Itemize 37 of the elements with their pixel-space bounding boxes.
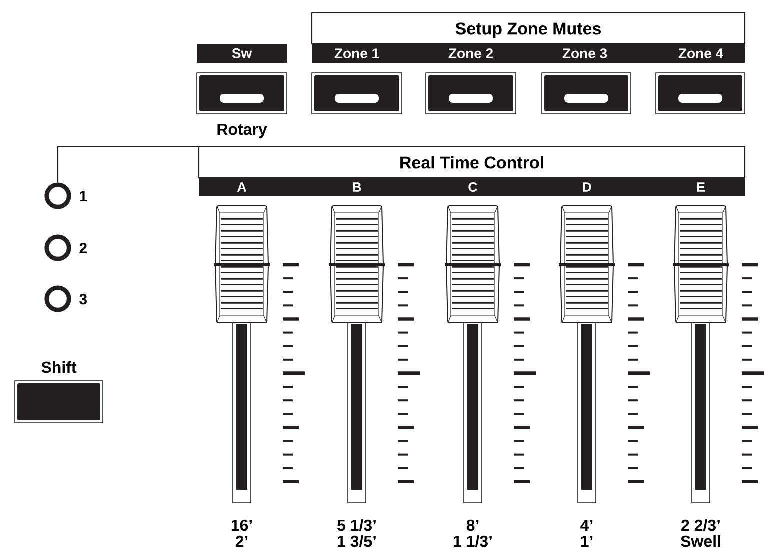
drawbar-slider: [214, 206, 270, 504]
label-strip: Sw: [197, 44, 287, 63]
footage-label: 2 2/3’: [682, 519, 720, 532]
strip-label: Zone 3: [562, 48, 608, 59]
footage-label: 8’: [466, 520, 479, 532]
indicator-light: [44, 234, 72, 262]
led-number: 2: [80, 243, 87, 254]
drawbar-slider: [445, 206, 501, 504]
button-label: Rotary: [218, 124, 268, 138]
drawbar-slider: [329, 206, 385, 504]
push-button: [14, 380, 104, 424]
strip-label: Zone 1: [334, 48, 380, 59]
footage-label: Swell: [681, 535, 720, 548]
strip-label: Zone 4: [678, 48, 724, 59]
strip-label: C: [468, 182, 478, 192]
indicator-light: [44, 182, 72, 210]
footage-label: 2’: [236, 536, 248, 547]
footage-label: 4’: [580, 520, 593, 531]
strip-label: E: [697, 182, 705, 192]
footage-label: 5 1/3’: [338, 519, 376, 532]
footage-label: 1 3/5’: [338, 535, 376, 548]
footage-label: 16’: [232, 520, 252, 532]
footage-label: 1 1/3’: [454, 535, 492, 548]
section-header: Real Time Control: [198, 146, 746, 179]
drawbar-slider: [673, 206, 729, 504]
strip-label: A: [237, 182, 247, 192]
strip-label: Zone 2: [448, 48, 493, 59]
led-number: 3: [80, 294, 87, 305]
indicator-light: [44, 286, 72, 312]
drawbar-slider: [559, 206, 615, 504]
section-header: Setup Zone Mutes: [311, 12, 746, 45]
footage-label: 1’: [581, 536, 593, 547]
strip-label: D: [583, 182, 592, 192]
button-label: Shift: [42, 361, 77, 374]
strip-label: B: [353, 182, 362, 192]
bracket-line: [57, 146, 199, 183]
led-number: 1: [80, 191, 88, 202]
